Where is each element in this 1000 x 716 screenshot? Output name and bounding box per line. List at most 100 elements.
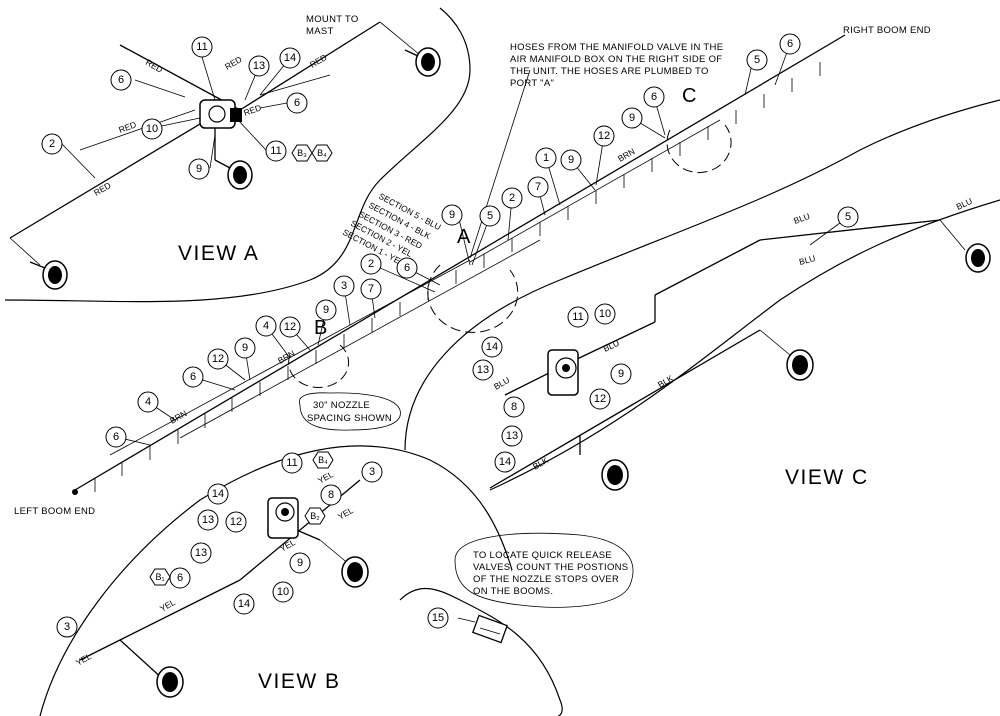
svg-text:5: 5 bbox=[487, 210, 493, 222]
callout-10-a: 10 bbox=[141, 118, 163, 140]
quick-release-valve-c1 bbox=[786, 349, 814, 381]
svg-text:YEL: YEL bbox=[316, 469, 335, 486]
callout-13-c1: 13 bbox=[472, 359, 494, 381]
svg-text:RED: RED bbox=[242, 102, 262, 118]
view-c-lower-boundary bbox=[489, 199, 1000, 491]
callout-8-c: 8 bbox=[503, 396, 525, 418]
svg-text:9: 9 bbox=[297, 557, 303, 569]
parts-area-boundary bbox=[399, 587, 563, 716]
hex-tag-b2-b: B₂ bbox=[304, 507, 326, 525]
note-right-boom-end: RIGHT BOOM END bbox=[843, 25, 931, 36]
svg-text:6: 6 bbox=[113, 431, 119, 443]
detail-c-circle bbox=[666, 124, 732, 174]
quick-release-valve-a1 bbox=[404, 47, 441, 77]
svg-text:YEL: YEL bbox=[74, 651, 93, 668]
section-labels: SECTION 5 - BLU SECTION 4 - BLK SECTION … bbox=[341, 191, 443, 268]
hex-tag-b4-a: B₄ bbox=[311, 144, 333, 162]
view-b-label: VIEW B bbox=[258, 670, 341, 693]
callout-5-main2: 5 bbox=[746, 49, 768, 71]
svg-text:MAST: MAST bbox=[306, 26, 334, 37]
callout-6-b: 6 bbox=[169, 567, 191, 589]
view-a-manifold bbox=[199, 99, 242, 129]
detail-c-letter: C bbox=[682, 85, 696, 107]
note-nozzle-spacing: 30" NOZZLE SPACING SHOWN bbox=[298, 392, 401, 431]
callout-5-c: 5 bbox=[837, 206, 859, 228]
nozzle-drops bbox=[94, 62, 821, 492]
callout-14-b1: 14 bbox=[207, 483, 229, 505]
svg-text:YEL: YEL bbox=[336, 505, 355, 522]
callout-9-main4: 9 bbox=[315, 299, 337, 321]
svg-text:4: 4 bbox=[263, 320, 269, 332]
svg-text:B₁: B₁ bbox=[155, 572, 164, 582]
callout-12-c: 12 bbox=[589, 388, 611, 410]
svg-text:6: 6 bbox=[118, 74, 124, 86]
callout-10-c: 10 bbox=[594, 303, 616, 325]
quick-release-valve-a3 bbox=[29, 260, 68, 290]
quick-release-valve-a2 bbox=[214, 159, 253, 190]
svg-text:13: 13 bbox=[253, 60, 265, 72]
svg-text:RED: RED bbox=[92, 180, 113, 198]
svg-text:13: 13 bbox=[506, 430, 518, 442]
view-c-manifold bbox=[547, 349, 579, 396]
quick-release-valve-b1 bbox=[341, 556, 369, 588]
main-boom-line bbox=[74, 34, 846, 491]
callout-13-b2: 13 bbox=[190, 542, 212, 564]
view-c-hoses bbox=[489, 219, 966, 489]
svg-text:9: 9 bbox=[618, 368, 624, 380]
svg-text:VALVES, COUNT THE POSTIONS: VALVES, COUNT THE POSTIONS bbox=[473, 562, 628, 573]
view-a-boundary bbox=[4, 7, 471, 303]
callout-9-b: 9 bbox=[289, 552, 311, 574]
svg-text:9: 9 bbox=[568, 154, 574, 166]
svg-text:3: 3 bbox=[64, 621, 70, 633]
callout-6-main1: 6 bbox=[643, 86, 665, 108]
callout-9-a: 9 bbox=[188, 158, 210, 180]
svg-text:13: 13 bbox=[477, 364, 489, 376]
svg-text:9: 9 bbox=[196, 163, 202, 175]
svg-text:B₃: B₃ bbox=[297, 148, 307, 158]
svg-text:6: 6 bbox=[651, 91, 657, 103]
svg-text:B₂: B₂ bbox=[310, 511, 320, 521]
svg-text:15: 15 bbox=[432, 612, 444, 624]
svg-text:6: 6 bbox=[190, 371, 196, 383]
svg-text:RED: RED bbox=[144, 57, 165, 75]
callout-6-a1: 6 bbox=[110, 69, 132, 91]
svg-text:6: 6 bbox=[404, 262, 410, 274]
quick-release-valve-c2 bbox=[601, 459, 629, 491]
svg-text:13: 13 bbox=[195, 547, 207, 559]
callout-4-main1: 4 bbox=[255, 315, 277, 337]
svg-text:BLU: BLU bbox=[798, 253, 817, 267]
svg-text:THE UNIT. THE HOSES ARE PLUMBE: THE UNIT. THE HOSES ARE PLUMBED TO bbox=[510, 66, 709, 77]
view-a-label: VIEW A bbox=[178, 242, 259, 265]
callout-11-b: 11 bbox=[281, 452, 303, 474]
callout-6-main4: 6 bbox=[182, 366, 204, 388]
callout-12-main3: 12 bbox=[207, 348, 229, 370]
svg-text:2: 2 bbox=[49, 138, 55, 150]
callout-3-main: 3 bbox=[333, 275, 355, 297]
callout-1-main: 1 bbox=[535, 147, 557, 169]
detail-a-letter: A bbox=[457, 226, 471, 248]
svg-text:9: 9 bbox=[242, 342, 248, 354]
part-15-connector bbox=[457, 614, 509, 644]
svg-text:RED: RED bbox=[308, 52, 329, 70]
note-quick-release: TO LOCATE QUICK RELEASE VALVES, COUNT TH… bbox=[454, 532, 634, 608]
svg-text:6: 6 bbox=[787, 38, 793, 50]
callout-13-a: 13 bbox=[248, 55, 270, 77]
callout-9-main3: 9 bbox=[621, 107, 643, 129]
svg-text:12: 12 bbox=[598, 130, 610, 142]
svg-text:10: 10 bbox=[146, 123, 158, 135]
callout-9-main2: 9 bbox=[560, 149, 582, 171]
callout-4-main2: 4 bbox=[137, 391, 159, 413]
main-boom-hose-lower bbox=[179, 239, 541, 439]
svg-text:YEL: YEL bbox=[278, 537, 297, 554]
svg-text:11: 11 bbox=[572, 311, 583, 323]
svg-text:8: 8 bbox=[511, 401, 517, 413]
svg-text:9: 9 bbox=[323, 304, 329, 316]
svg-text:RED: RED bbox=[223, 54, 244, 72]
svg-text:1: 1 bbox=[543, 152, 549, 164]
svg-text:14: 14 bbox=[212, 488, 224, 500]
hex-tag-b1-b: B₁ bbox=[149, 568, 171, 586]
callout-13-c2: 13 bbox=[501, 425, 523, 447]
svg-text:3: 3 bbox=[341, 280, 347, 292]
